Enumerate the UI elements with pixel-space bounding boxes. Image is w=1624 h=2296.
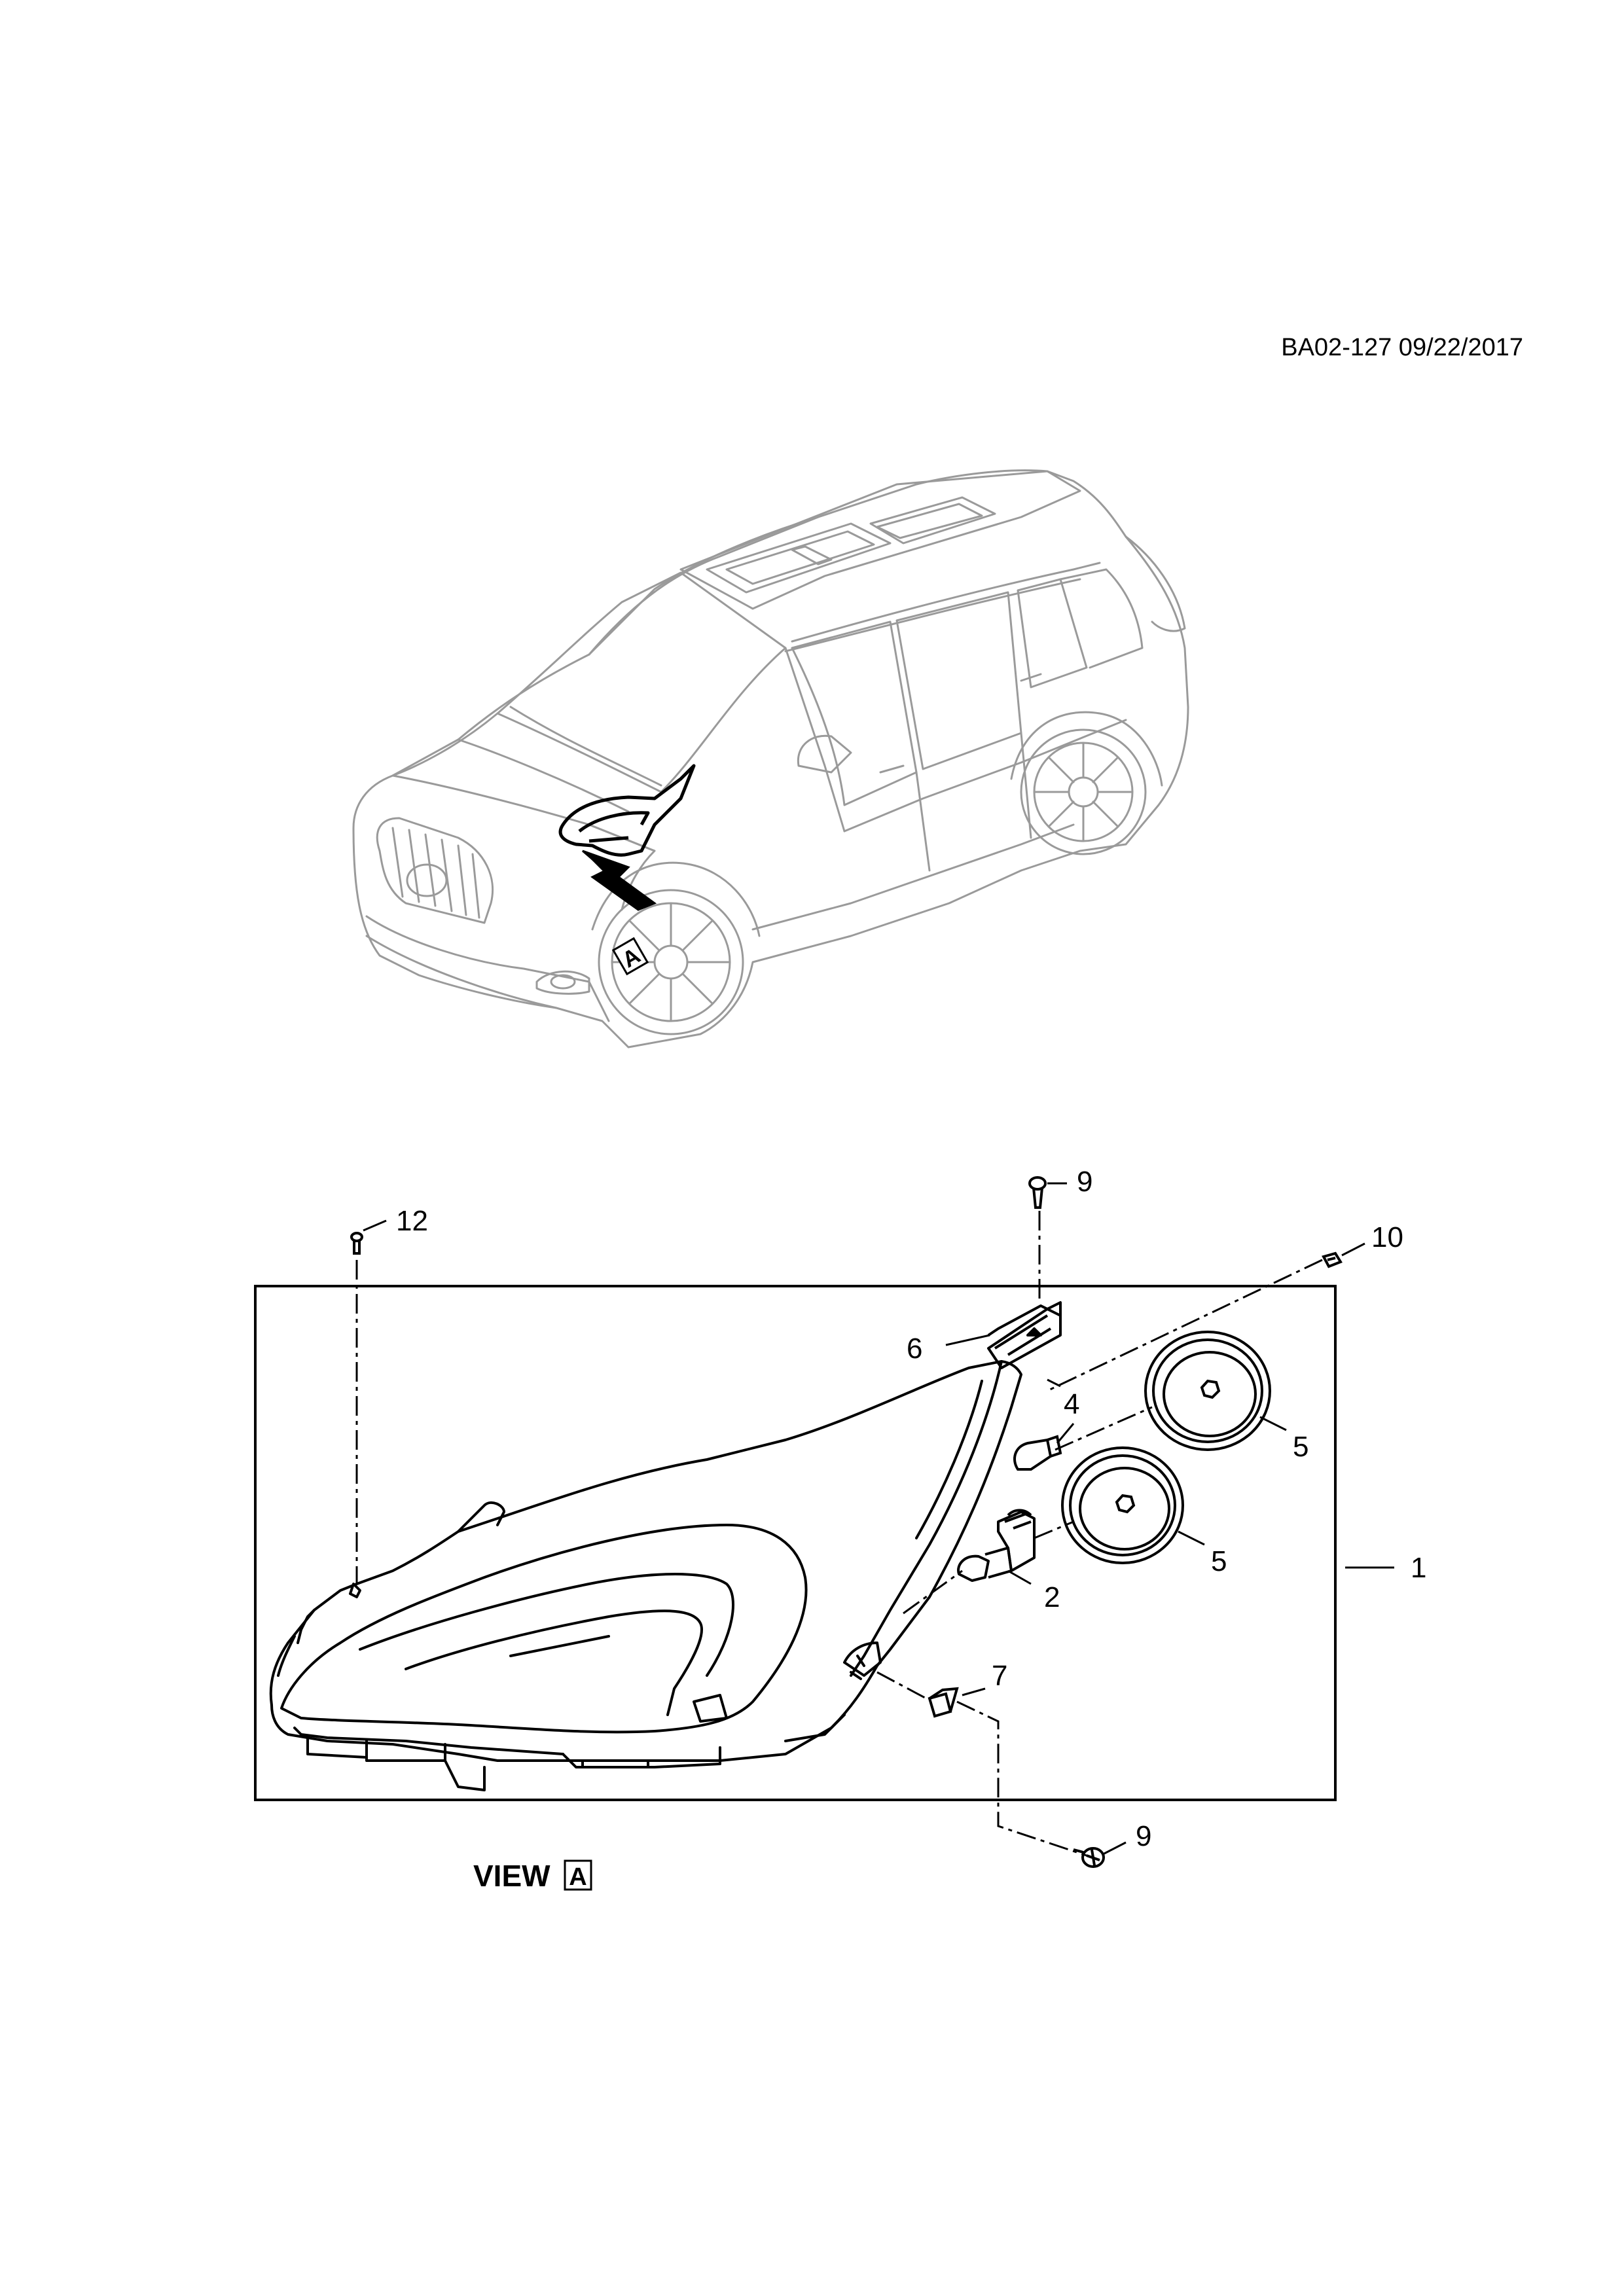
diagram-reference-date: BA02-127 09/22/2017: [1281, 334, 1523, 361]
callout-1: 1: [1411, 1552, 1426, 1584]
view-label-text: VIEW: [473, 1859, 550, 1893]
callout-7: 7: [992, 1660, 1007, 1692]
callout-4: 4: [1064, 1388, 1079, 1420]
part-7-nut: [928, 1687, 959, 1718]
vehicle-overview: [352, 469, 1189, 1049]
detail-frame: [254, 1285, 1337, 1801]
callout-5-lower: 5: [1211, 1545, 1227, 1577]
headlamp-assembly: [269, 1360, 1022, 1791]
callout-2: 2: [1044, 1581, 1060, 1613]
callout-leaders: [363, 1182, 1394, 1856]
part-4-bulb: [1013, 1435, 1062, 1471]
part-10-clip: [1322, 1251, 1343, 1268]
callout-10: 10: [1371, 1221, 1403, 1253]
part-5-cap-lower: [1061, 1446, 1184, 1564]
callout-9-lower: 9: [1136, 1820, 1151, 1852]
assembly-dash-lines: [355, 1211, 1323, 1857]
callout-5-upper: 5: [1293, 1431, 1308, 1463]
part-6-bracket: [987, 1301, 1062, 1369]
view-letter-box: [564, 1859, 592, 1891]
callout-12: 12: [396, 1205, 428, 1237]
overview-view-arrow: A: [582, 850, 657, 976]
part-12-screw: [350, 1232, 363, 1255]
part-9-screw-lower: [1073, 1847, 1105, 1868]
callout-numbers: 12 9 10 6 4 5 5 1 2 7 9: [396, 1166, 1426, 1852]
part-5-cap-upper: [1144, 1331, 1271, 1451]
part-9-screw-upper: [1028, 1176, 1047, 1209]
overview-headlamp-highlight: [558, 764, 696, 857]
view-letter: A: [569, 1863, 586, 1891]
callout-6: 6: [907, 1333, 922, 1365]
view-label: VIEW A: [473, 1859, 592, 1893]
part-2-bulb: [957, 1509, 1036, 1582]
callout-9-upper: 9: [1077, 1166, 1092, 1198]
